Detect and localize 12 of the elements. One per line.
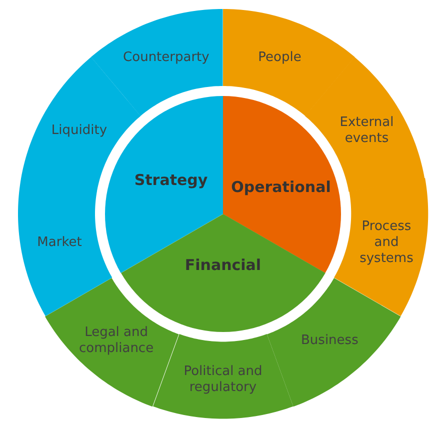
category-label: Strategy: [134, 172, 208, 188]
segment-label: Business: [300, 333, 360, 350]
category-label: Financial: [184, 257, 262, 273]
segment-label: Process and systems: [358, 218, 414, 267]
segment-label: Political and regulatory: [182, 364, 264, 396]
segment-label: People: [257, 50, 302, 66]
segment-label: External events: [338, 114, 395, 147]
category-label: Operational: [231, 179, 331, 195]
segment-label: Market: [36, 234, 83, 251]
segment-label: Legal and compliance: [78, 325, 155, 358]
segment-label: Liquidity: [50, 122, 108, 139]
segment-label: Counterparty: [122, 50, 210, 66]
